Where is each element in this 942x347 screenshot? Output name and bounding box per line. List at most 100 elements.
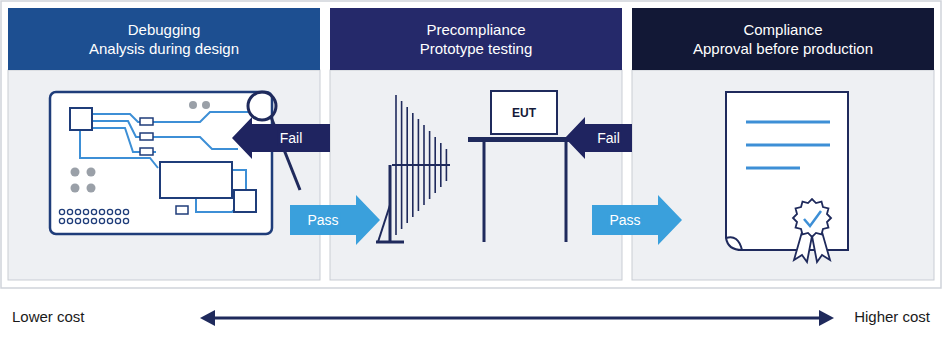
- pcb-illustration: [99, 218, 104, 223]
- antenna-illustration: [376, 95, 450, 242]
- pcb-illustration: [83, 209, 88, 214]
- pcb-illustration: [234, 190, 256, 212]
- cost-arrow: [200, 310, 834, 326]
- antenna-illustration: [395, 95, 397, 235]
- pcb-illustration: [91, 218, 96, 223]
- antenna-illustration: [418, 119, 420, 211]
- pcb-illustration: [59, 209, 128, 223]
- test-table: [468, 137, 582, 142]
- header-band: ComplianceApproval before production: [632, 8, 934, 70]
- stage-subtitle: Prototype testing: [420, 39, 533, 59]
- antenna-illustration: [406, 107, 408, 223]
- pcb-illustration: [92, 121, 238, 149]
- header-band: PrecompliancePrototype testing: [330, 8, 622, 70]
- stage-panel: DebuggingAnalysis during design: [8, 8, 320, 280]
- pcb-illustration: [83, 218, 88, 223]
- pass-arrow: [592, 195, 682, 245]
- pcb-illustration: [75, 209, 80, 214]
- certificate-illustration: [794, 232, 812, 262]
- certificate-illustration: [726, 92, 848, 250]
- edge-label: Fail: [278, 130, 305, 146]
- stage-subtitle: Analysis during design: [89, 39, 239, 59]
- cost-label: Lower cost: [12, 308, 85, 326]
- outer-frame: [1, 1, 941, 288]
- antenna-illustration: [423, 125, 425, 205]
- stage-panel: PrecompliancePrototype testingEUT: [330, 8, 622, 280]
- cost-arrow: [212, 317, 822, 320]
- stage-subtitle: Approval before production: [693, 39, 873, 59]
- eut-label: EUT: [512, 106, 536, 120]
- cost-arrow: [819, 310, 834, 326]
- pcb-illustration: [71, 184, 80, 193]
- fail-arrow: [232, 117, 330, 159]
- panel-body: [8, 70, 934, 280]
- pcb-illustration: [59, 209, 64, 214]
- panel-body: [330, 70, 622, 280]
- stage-title: Debugging: [128, 20, 201, 40]
- certificate-illustration: [746, 167, 800, 170]
- antenna-illustration: [378, 205, 390, 242]
- pcb-illustration: [80, 112, 248, 212]
- panel-body: [8, 70, 320, 280]
- pcb-illustration: [75, 218, 80, 223]
- certificate-illustration: [746, 144, 830, 147]
- panel-body: [632, 70, 934, 280]
- pcb-illustration: [50, 92, 300, 234]
- eut-box: EUT: [490, 90, 558, 135]
- certificate-illustration: [726, 237, 742, 250]
- antenna-illustration: [429, 131, 431, 199]
- test-table: [468, 137, 582, 242]
- pcb-illustration: [50, 92, 272, 234]
- outer-frame: [1, 1, 941, 288]
- antenna-illustration: [376, 241, 404, 244]
- stage-title: Precompliance: [426, 20, 525, 40]
- pcb-illustration: [115, 209, 120, 214]
- edge-label: Pass: [305, 212, 340, 228]
- pcb-illustration: [115, 218, 120, 223]
- antenna-illustration: [389, 165, 392, 242]
- cost-arrow: [200, 310, 215, 326]
- pcb-illustration: [71, 168, 80, 177]
- pcb-illustration: [59, 218, 64, 223]
- pcb-illustration: [123, 218, 128, 223]
- antenna-illustration: [401, 101, 403, 229]
- certificate-illustration: [746, 121, 830, 124]
- certificate-illustration: [812, 232, 830, 262]
- pcb-illustration: [160, 162, 232, 198]
- pcb-illustration: [140, 133, 153, 140]
- stage-title: Compliance: [743, 20, 822, 40]
- pcb-illustration: [140, 118, 153, 125]
- certificate-illustration: [793, 199, 831, 237]
- pcb-illustration: [248, 92, 276, 120]
- pcb-illustration: [176, 206, 188, 214]
- certificate-illustration: [726, 92, 848, 262]
- antenna-illustration: [440, 143, 442, 187]
- header-band: DebuggingAnalysis during design: [8, 8, 320, 70]
- pcb-illustration: [71, 101, 211, 193]
- antenna-illustration: [412, 113, 414, 217]
- certificate-illustration: [804, 211, 821, 226]
- pcb-illustration: [107, 209, 112, 214]
- pcb-illustration: [91, 209, 96, 214]
- cost-label: Higher cost: [854, 308, 930, 326]
- stage-panel: ComplianceApproval before production: [632, 8, 934, 280]
- antenna-illustration: [434, 137, 436, 193]
- edge-label: Pass: [607, 212, 642, 228]
- pcb-illustration: [80, 130, 158, 168]
- edge-label: Fail: [595, 130, 622, 146]
- pcb-illustration: [67, 218, 72, 223]
- pass-arrow: [290, 195, 380, 245]
- pcb-illustration: [87, 168, 96, 177]
- pcb-illustration: [107, 218, 112, 223]
- pcb-illustration: [70, 108, 92, 130]
- pcb-illustration: [123, 209, 128, 214]
- pcb-illustration: [87, 184, 96, 193]
- pcb-illustration: [232, 170, 246, 190]
- pcb-illustration: [189, 101, 197, 109]
- test-table: [483, 142, 486, 242]
- fail-arrow: [565, 117, 632, 159]
